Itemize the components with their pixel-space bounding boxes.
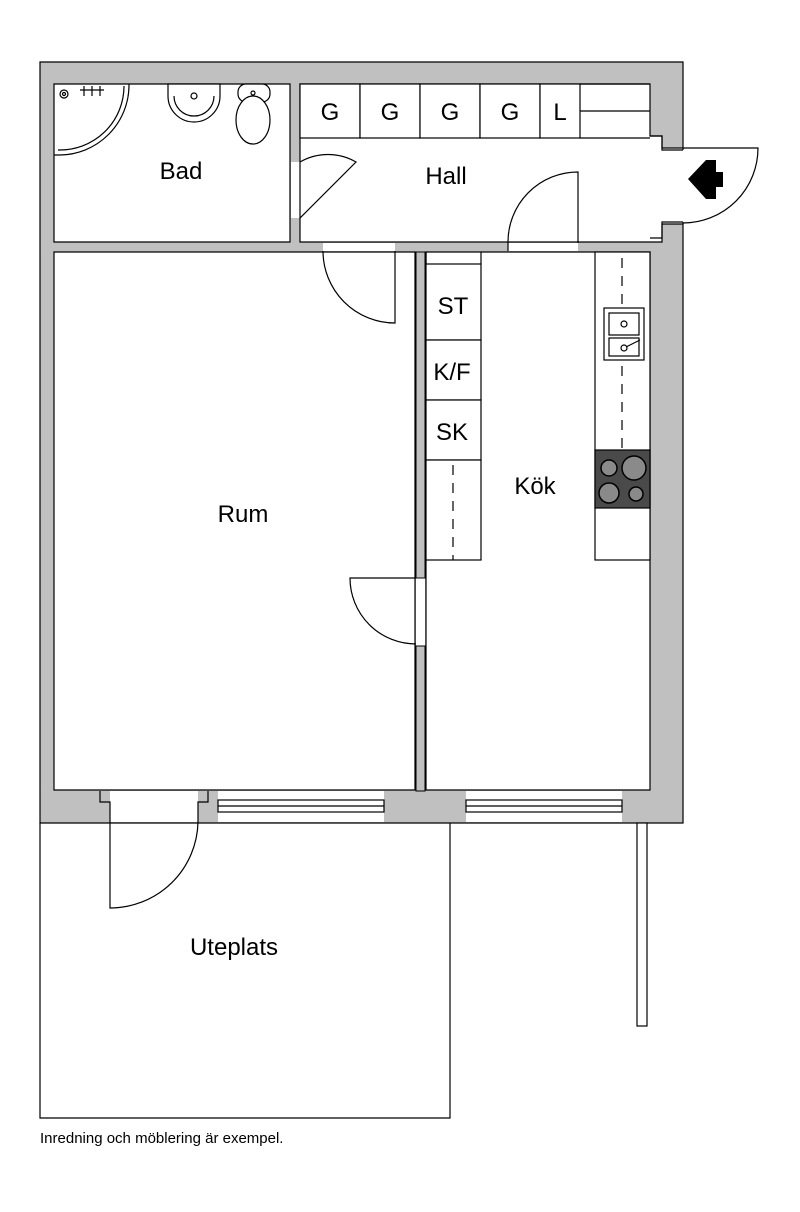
door-bad <box>299 153 357 220</box>
uteplats-outline <box>39 823 451 1119</box>
partition-wall-lower <box>415 645 426 792</box>
wardrobe-label-2: G <box>381 99 400 126</box>
wall-mass <box>39 61 684 824</box>
cabinet-label: SK <box>436 419 468 446</box>
door-uteplats <box>109 821 199 909</box>
wardrobe-label-1: G <box>321 99 340 126</box>
washbasin-icon <box>167 83 221 123</box>
storage-label: ST <box>438 293 469 320</box>
doors <box>109 147 759 909</box>
disclaimer-caption: Inredning och möblering är exempel. <box>40 1130 284 1147</box>
room-rum-label: Rum <box>218 501 269 528</box>
entrance-arrow-icon <box>688 160 723 199</box>
stove-icon <box>594 449 651 509</box>
room-hall-label: Hall <box>425 163 466 190</box>
room-bad-label: Bad <box>160 158 203 185</box>
window-kok <box>465 799 623 813</box>
room-kok-label: Kök <box>514 473 556 500</box>
door-rum-kok <box>349 577 417 645</box>
entrance-jamb <box>650 135 683 239</box>
screen-wall <box>636 822 648 1027</box>
sink-icon <box>603 307 645 361</box>
partition-wall <box>415 251 426 579</box>
hall-wardrobes <box>299 83 650 139</box>
door-kok <box>507 171 579 251</box>
window-rum <box>217 799 385 813</box>
wardrobe-label-4: G <box>501 99 520 126</box>
door-rum <box>322 250 396 324</box>
linen-label: L <box>553 99 566 126</box>
room-uteplats-label: Uteplats <box>190 934 278 961</box>
fridge-freezer-label: K/F <box>433 359 470 386</box>
door-jamb-right <box>197 791 209 822</box>
kitchen-left-units <box>425 252 482 561</box>
kitchen-counter <box>594 251 651 561</box>
shower-icon <box>54 84 130 156</box>
toilet-icon <box>235 83 271 145</box>
door-entrance <box>682 147 759 224</box>
door-jamb-left <box>99 791 111 822</box>
wardrobe-label-3: G <box>441 99 460 126</box>
